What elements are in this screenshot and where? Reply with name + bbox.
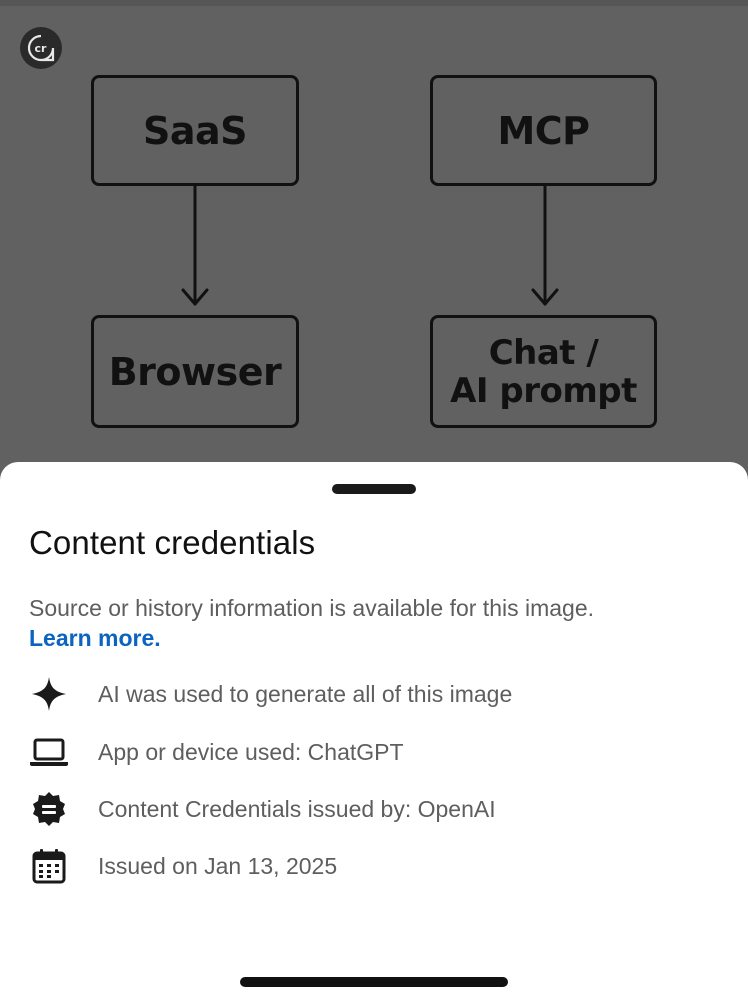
info-row-ai-generated: AI was used to generate all of this imag… — [29, 674, 512, 714]
flow-diagram: SaaS MCP Browser Chat / AI prompt — [0, 0, 748, 470]
node-mcp-label: MCP — [497, 108, 590, 153]
sheet-title: Content credentials — [29, 524, 316, 561]
info-row-app-device: App or device used: ChatGPT — [29, 732, 404, 772]
info-row-issuer: Content Credentials issued by: OpenAI — [29, 789, 496, 829]
info-row-label: Issued on Jan 13, 2025 — [98, 852, 338, 879]
node-browser: Browser — [91, 315, 299, 428]
learn-more-link[interactable]: Learn more. — [29, 625, 161, 651]
node-chat: Chat / AI prompt — [430, 315, 657, 428]
verified-badge-icon — [29, 789, 69, 829]
svg-text:cr: cr — [35, 42, 48, 55]
info-row-label: App or device used: ChatGPT — [98, 738, 404, 765]
cr-icon: cr — [27, 34, 55, 62]
home-indicator[interactable] — [240, 977, 508, 987]
node-browser-label: Browser — [108, 349, 282, 394]
info-row-label: Content Credentials issued by: OpenAI — [98, 795, 496, 822]
arrowhead-mcp-to-chat — [531, 288, 559, 306]
content-credentials-badge[interactable]: cr — [20, 27, 62, 69]
status-bar — [0, 0, 748, 6]
content-credentials-sheet: Content credentials Source or history in… — [0, 462, 748, 1000]
node-saas-label: SaaS — [142, 108, 248, 153]
calendar-icon — [29, 846, 69, 886]
info-row-label: AI was used to generate all of this imag… — [98, 680, 513, 707]
sheet-grabber[interactable] — [332, 484, 416, 494]
sparkle-icon — [29, 674, 69, 714]
sheet-description: Source or history information is availab… — [29, 593, 729, 653]
info-row-issued-date: Issued on Jan 13, 2025 — [29, 846, 337, 886]
arrowhead-saas-to-browser — [181, 288, 209, 306]
laptop-icon — [29, 732, 69, 772]
image-preview — [0, 0, 748, 470]
node-chat-label: Chat / AI prompt — [450, 332, 637, 411]
node-mcp: MCP — [430, 75, 657, 186]
description-text: Source or history information is availab… — [29, 595, 595, 621]
diagram-arrows — [181, 184, 559, 306]
